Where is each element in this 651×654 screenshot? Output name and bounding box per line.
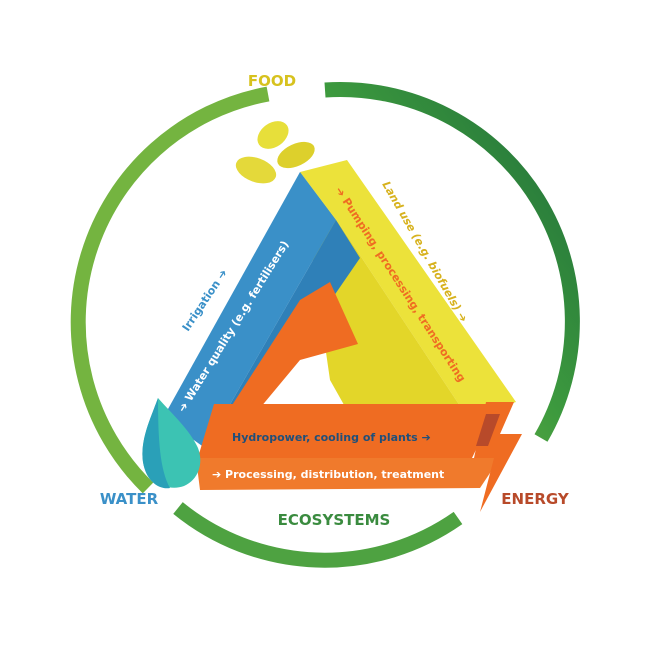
food-band xyxy=(300,160,516,418)
ecosystems-label: ECOSYSTEMS xyxy=(278,511,391,529)
energy-band xyxy=(196,404,498,464)
food-label: FOOD xyxy=(248,72,296,90)
water-drop-shade xyxy=(142,398,170,489)
ring-arc-right xyxy=(324,82,580,442)
water-label: WATER xyxy=(100,490,159,508)
energy-label: ENERGY xyxy=(501,490,570,508)
processing-label: ➔ Processing, distribution, treatment xyxy=(212,468,444,481)
hydropower-label: Hydropower, cooling of plants ➔ xyxy=(232,431,431,444)
ring-arc-left xyxy=(70,86,270,494)
lightning-bolt-shade xyxy=(476,414,500,446)
leaf-icon xyxy=(235,121,315,184)
energy-arm xyxy=(216,282,358,430)
ring-arc-bottom xyxy=(173,502,463,568)
water-band xyxy=(163,172,336,448)
energy-band-lower xyxy=(196,458,500,490)
